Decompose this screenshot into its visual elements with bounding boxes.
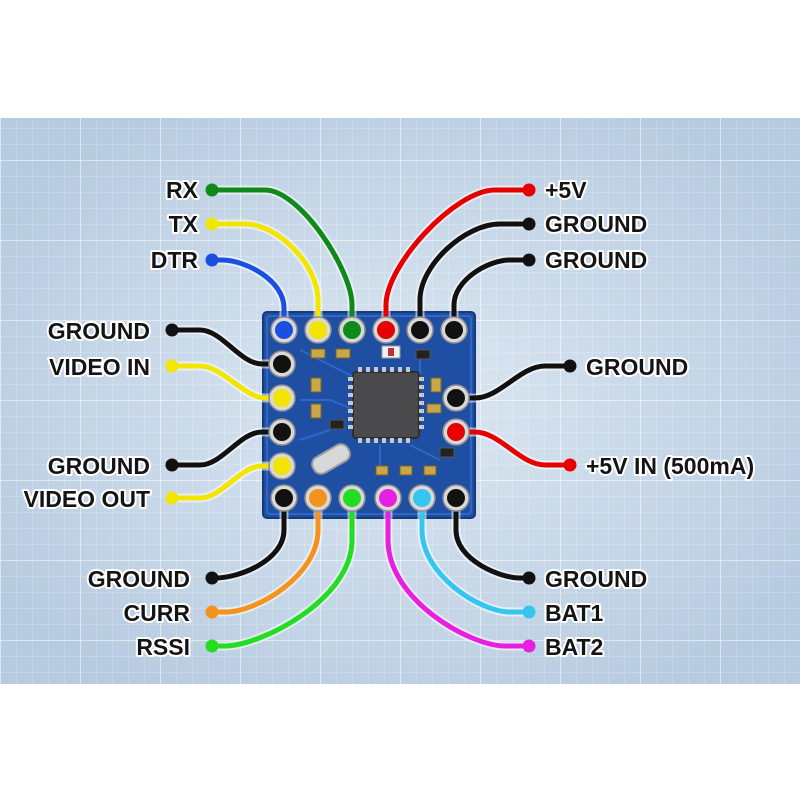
label-5v-in: +5V IN (500mA) — [586, 453, 754, 479]
wire-5v-in — [453, 429, 571, 468]
chip-pins — [348, 367, 424, 443]
label-bat2: BAT2 — [545, 634, 603, 660]
dot-bat1 — [522, 605, 536, 619]
wires — [169, 185, 573, 651]
dot-video-in — [165, 359, 179, 373]
wire-top-ground-2 — [451, 257, 531, 333]
wire-left-ground-2 — [171, 429, 285, 468]
pad-bat2 — [379, 489, 397, 507]
pin-pads — [268, 316, 470, 512]
label-right-ground: GROUND — [586, 354, 688, 380]
wire-dtr — [210, 257, 287, 333]
dot-top-ground-2 — [522, 253, 536, 267]
wire-bat1 — [419, 495, 531, 615]
pad-video-out — [273, 457, 291, 475]
label-left-ground-1: GROUND — [48, 318, 150, 344]
label-video-out: VIDEO OUT — [23, 486, 150, 512]
label-top-ground-1: GROUND — [545, 211, 647, 237]
dot-video-out — [165, 491, 179, 505]
label-left-ground-2: GROUND — [48, 453, 150, 479]
wire-bottom-ground-1 — [210, 495, 287, 581]
dot-right-ground — [563, 359, 577, 373]
crystal — [311, 443, 351, 475]
pad-bottom-ground-1 — [275, 489, 293, 507]
dot-rx — [205, 183, 219, 197]
wire-top-ground-1 — [417, 221, 531, 333]
pad-top-ground-2 — [445, 321, 463, 339]
microcontroller-chip — [352, 371, 420, 439]
pad-top-ground-1 — [411, 321, 429, 339]
label-top-5v: +5V — [545, 177, 587, 203]
label-bottom-ground-1: GROUND — [88, 566, 190, 592]
label-bottom-ground-2: GROUND — [545, 566, 647, 592]
wire-video-out — [171, 463, 285, 501]
dot-bottom-ground-2 — [522, 571, 536, 585]
wire-top-5v — [383, 187, 531, 333]
dot-rssi — [205, 639, 219, 653]
pad-dtr — [275, 321, 293, 339]
pad-left-ground-1 — [273, 355, 291, 373]
wire-bottom-ground-2 — [453, 495, 531, 581]
pad-bottom-ground-2 — [447, 489, 465, 507]
label-top-ground-2: GROUND — [545, 247, 647, 273]
label-dtr: DTR — [151, 247, 199, 273]
dot-curr — [205, 605, 219, 619]
dot-bottom-ground-1 — [205, 571, 219, 585]
label-video-in: VIDEO IN — [49, 354, 150, 380]
pad-right-ground — [447, 389, 465, 407]
label-rx: RX — [166, 177, 199, 203]
dot-top-ground-1 — [522, 217, 536, 231]
wire-left-ground-1 — [171, 327, 285, 367]
pad-video-in — [273, 389, 291, 407]
smd-components — [310, 345, 455, 476]
label-tx: TX — [169, 211, 199, 237]
dot-left-ground-2 — [165, 458, 179, 472]
label-curr: CURR — [124, 600, 191, 626]
dot-5v-in — [563, 458, 577, 472]
pcb-edge-highlight — [266, 315, 472, 515]
label-bat1: BAT1 — [545, 600, 604, 626]
pad-curr — [309, 489, 327, 507]
wire-end-dots — [165, 183, 577, 653]
wire-curr — [210, 495, 321, 615]
wire-video-in — [171, 363, 285, 401]
pad-top-5v — [377, 321, 395, 339]
dot-bat2 — [522, 639, 536, 653]
wire-rx — [210, 187, 355, 333]
wire-right-ground — [453, 363, 571, 401]
label-rssi: RSSI — [136, 634, 190, 660]
dot-tx — [205, 217, 219, 231]
osd-board — [262, 311, 476, 519]
pad-bat1 — [413, 489, 431, 507]
pad-left-ground-2 — [273, 423, 291, 441]
dot-top-5v — [522, 183, 536, 197]
wire-tx — [210, 221, 321, 333]
pin-labels: RX TX DTR +5V GROUND GROUND GROUND VIDEO IN GROU… — [21, 175, 756, 662]
pad-tx — [309, 321, 327, 339]
wire-rssi — [210, 495, 355, 649]
pad-5v-in — [447, 423, 465, 441]
pad-rssi — [343, 489, 361, 507]
pad-rx — [343, 321, 361, 339]
wire-bat2 — [385, 495, 531, 649]
dot-left-ground-1 — [165, 323, 179, 337]
dot-dtr — [205, 253, 219, 267]
